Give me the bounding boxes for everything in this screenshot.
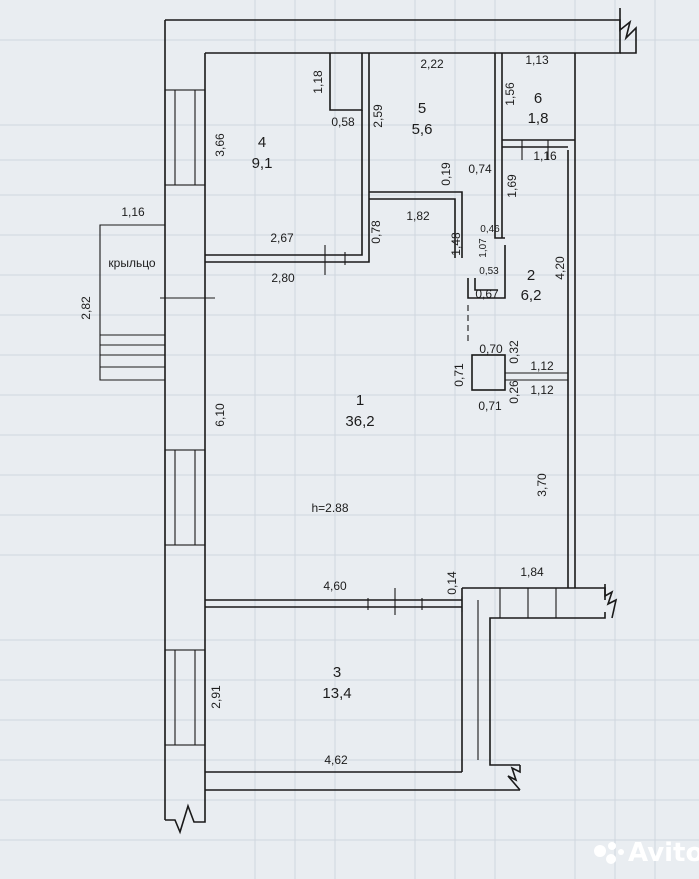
room-2-number: 2 bbox=[527, 267, 535, 284]
dim-label: 1,13 bbox=[525, 53, 549, 67]
dim-label: 1,48 bbox=[449, 232, 463, 256]
dim-label: 0,58 bbox=[331, 115, 355, 129]
dim-label: 4,20 bbox=[553, 256, 567, 280]
dim-label: 0,71 bbox=[452, 363, 466, 387]
dim-label: 1,07 bbox=[478, 238, 489, 258]
dim-label: 1,82 bbox=[406, 209, 430, 223]
dim-label: 0,26 bbox=[507, 380, 521, 404]
room-4-area: 9,1 bbox=[252, 155, 273, 172]
room-6-number: 6 bbox=[534, 90, 542, 107]
porch bbox=[99, 224, 215, 381]
dim-label: 1,56 bbox=[503, 82, 517, 106]
dim-label: 1,18 bbox=[311, 70, 325, 94]
dim-label: 0,14 bbox=[445, 571, 459, 595]
ceiling-height: h=2.88 bbox=[311, 501, 348, 515]
dim-label: 2,82 bbox=[79, 296, 93, 320]
room-3-number: 3 bbox=[333, 664, 341, 681]
room-6-area: 1,8 bbox=[528, 110, 549, 127]
avito-logo-text: Avito bbox=[628, 838, 699, 868]
room-2-area: 6,2 bbox=[521, 287, 542, 304]
dim-label: 0,78 bbox=[369, 220, 383, 244]
dim-label: 1,12 bbox=[530, 383, 554, 397]
avito-watermark: Avito bbox=[594, 838, 699, 868]
dim-label: 3,66 bbox=[213, 133, 227, 157]
windows bbox=[164, 89, 206, 746]
dim-label: 2,91 bbox=[209, 685, 223, 709]
room-5-number: 5 bbox=[418, 100, 426, 117]
dim-label: 0,67 bbox=[475, 287, 499, 301]
porch-label: крыльцо bbox=[108, 256, 156, 270]
room-5-area: 5,6 bbox=[412, 121, 433, 138]
room-4-number: 4 bbox=[258, 134, 266, 151]
dim-label: 6,10 bbox=[213, 403, 227, 427]
room-1-area: 36,2 bbox=[345, 413, 374, 430]
dim-label: 0,71 bbox=[478, 399, 502, 413]
dim-label: 1,16 bbox=[121, 205, 145, 219]
dim-label: 0,19 bbox=[439, 162, 453, 186]
room-1-number: 1 bbox=[356, 392, 364, 409]
dim-label: 0,32 bbox=[507, 340, 521, 364]
dim-label: 0,70 bbox=[479, 342, 503, 356]
room-labels: 4 9,1 5 5,6 6 1,8 2 6,2 1 36,2 3 13,4 h=… bbox=[108, 90, 548, 702]
room-3-area: 13,4 bbox=[322, 685, 351, 702]
dim-label: 1,16 bbox=[533, 149, 557, 163]
dim-label: 0,46 bbox=[480, 224, 500, 235]
outer-walls bbox=[164, 8, 637, 835]
dimension-labels: 2,22 1,13 1,18 0,58 2,59 1,56 3,66 0,74 … bbox=[79, 53, 567, 767]
dim-label: 1,84 bbox=[520, 565, 544, 579]
dim-label: 2,22 bbox=[420, 57, 444, 71]
dim-label: 2,59 bbox=[371, 104, 385, 128]
dim-label: 2,67 bbox=[270, 231, 294, 245]
dim-label: 1,12 bbox=[530, 359, 554, 373]
dim-label: 4,60 bbox=[323, 579, 347, 593]
dim-label: 0,74 bbox=[468, 162, 492, 176]
dim-label: 2,80 bbox=[271, 271, 295, 285]
dim-label: 0,53 bbox=[479, 266, 499, 277]
dim-label: 4,62 bbox=[324, 753, 348, 767]
dim-label: 3,70 bbox=[535, 473, 549, 497]
dim-label: 1,69 bbox=[505, 174, 519, 198]
interior-walls bbox=[205, 53, 575, 760]
